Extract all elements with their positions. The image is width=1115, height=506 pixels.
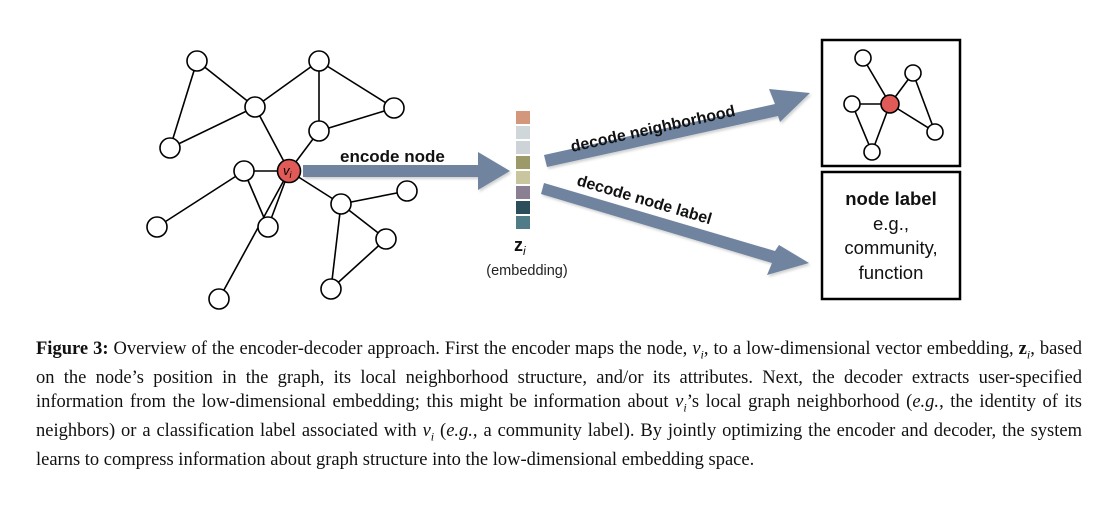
node-subscript: i xyxy=(290,170,293,180)
embedding-cell xyxy=(516,201,530,214)
graph-node xyxy=(330,193,352,215)
embedding-caption: (embedding) xyxy=(486,263,567,279)
encode-node-label: encode node xyxy=(340,147,445,166)
caption-segment: Overview of the encoder-decoder approach… xyxy=(108,339,693,359)
graph-node xyxy=(186,50,208,72)
graph-node xyxy=(257,216,279,238)
embedding-cell xyxy=(516,156,530,169)
svg-text:vi: vi xyxy=(283,163,293,180)
caption-segment: v xyxy=(692,339,701,359)
embedding-cell xyxy=(516,141,530,154)
caption-segment: ( xyxy=(434,420,447,441)
graph-node xyxy=(233,160,255,182)
encoder-decoder-figure: vi encode node decode neighborhood decod… xyxy=(146,38,962,310)
embedding-symbol: zi xyxy=(514,235,526,258)
caption-segment: i xyxy=(700,347,704,362)
graph-node xyxy=(159,137,181,159)
neighbor-center-node xyxy=(880,94,900,114)
figure-caption: Figure 3: Overview of the encoder-decode… xyxy=(36,338,1082,473)
neighbor-node xyxy=(843,95,861,113)
caption-segment: v xyxy=(422,420,431,441)
caption-segment: e.g. xyxy=(446,420,473,441)
caption-segment: , to a low-dimensional vector embedding, xyxy=(703,339,1019,359)
caption-lead: Figure 3: xyxy=(36,339,109,359)
caption-segment: e.g. xyxy=(912,391,940,412)
embedding-vector xyxy=(516,111,530,229)
caption-segment: , based on the node’s position in the gr… xyxy=(36,339,1082,412)
neighbor-node xyxy=(854,49,872,67)
graph-node xyxy=(308,120,330,142)
caption-segment: i xyxy=(430,429,435,444)
decode-neighborhood-arrow xyxy=(544,89,810,167)
graph-node xyxy=(383,97,405,119)
highlighted-node-vi: vi xyxy=(276,158,302,184)
caption-segment: , the identity of its neighbors) or a cl… xyxy=(36,391,1082,441)
neighbor-node xyxy=(904,64,922,82)
node-label-line-3: function xyxy=(859,262,924,283)
neighbor-node xyxy=(926,123,944,141)
graph-node xyxy=(320,278,342,300)
arrows xyxy=(303,89,810,275)
decode-label-arrow xyxy=(541,183,809,275)
caption-segment: ’s local graph neighborhood ( xyxy=(686,391,913,412)
graph-node xyxy=(244,96,266,118)
node-label-line-1: e.g., xyxy=(873,213,909,234)
embedding-cell xyxy=(516,216,530,229)
caption-body: Overview of the encoder-decoder approach… xyxy=(36,339,1082,470)
node-label-title: node label xyxy=(845,188,937,209)
caption-segment: i xyxy=(683,400,687,415)
caption-segment: i xyxy=(1026,347,1031,362)
graph-node xyxy=(308,50,330,72)
neighborhood-box xyxy=(820,38,962,168)
node-label-line-2: community, xyxy=(844,237,937,258)
embedding-cell xyxy=(516,111,530,124)
node-symbol: v xyxy=(283,163,291,178)
graph-node xyxy=(396,180,418,202)
caption-segment: , a community label). By jointly optimiz… xyxy=(36,420,1082,471)
caption-segment: v xyxy=(675,391,684,412)
highlighted-node xyxy=(276,158,302,184)
graph-node xyxy=(208,288,230,310)
embedding-cell xyxy=(516,126,530,139)
node-label-box: node label e.g., community, function xyxy=(820,170,962,301)
encode-arrow xyxy=(303,152,510,190)
caption-segment: z xyxy=(1018,339,1027,359)
embedding-cell xyxy=(516,186,530,199)
neighbor-node xyxy=(863,143,881,161)
graph-node xyxy=(146,216,168,238)
graph-nodes xyxy=(146,50,418,310)
embedding-cell xyxy=(516,171,530,184)
graph-node xyxy=(375,228,397,250)
